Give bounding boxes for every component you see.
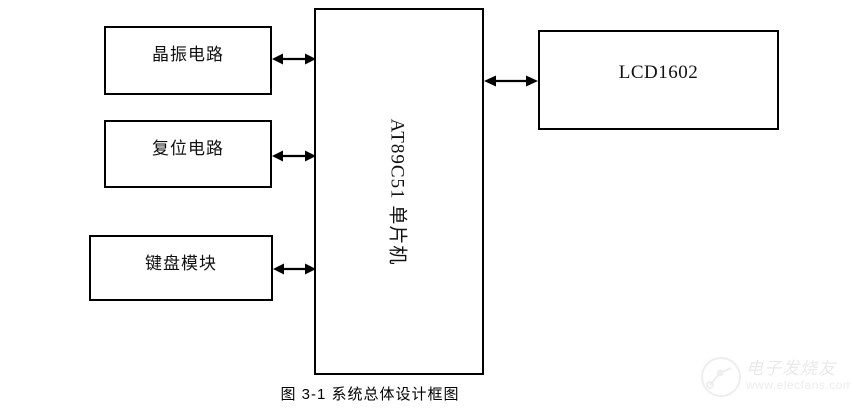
figure-caption: 图 3-1 系统总体设计框图 (280, 386, 460, 403)
block-crystal-circuit-label: 晶振电路 (152, 45, 224, 64)
block-mcu-label: AT89C51 单片机 (386, 118, 408, 265)
connector-mcu-to-lcd-bidirectional-arrow (484, 70, 538, 92)
block-crystal-circuit: 晶振电路 (104, 26, 272, 95)
connector-crystal-to-mcu-bidirectional-arrow (272, 48, 316, 70)
watermark-brand: 电子发烧友 (746, 359, 836, 378)
block-mcu: AT89C51 单片机 (314, 8, 484, 375)
block-keypad-module: 键盘模块 (89, 235, 273, 301)
block-lcd-display: LCD1602 (538, 30, 779, 130)
watermark-url: www.elecfans.com (746, 378, 851, 392)
block-lcd-display-label: LCD1602 (618, 62, 699, 83)
connector-reset-to-mcu-bidirectional-arrow (272, 145, 316, 167)
connector-keypad-to-mcu-bidirectional-arrow (273, 258, 316, 280)
block-keypad-module-label: 键盘模块 (145, 254, 217, 273)
block-reset-circuit: 复位电路 (104, 120, 272, 188)
block-reset-circuit-label: 复位电路 (152, 139, 224, 158)
